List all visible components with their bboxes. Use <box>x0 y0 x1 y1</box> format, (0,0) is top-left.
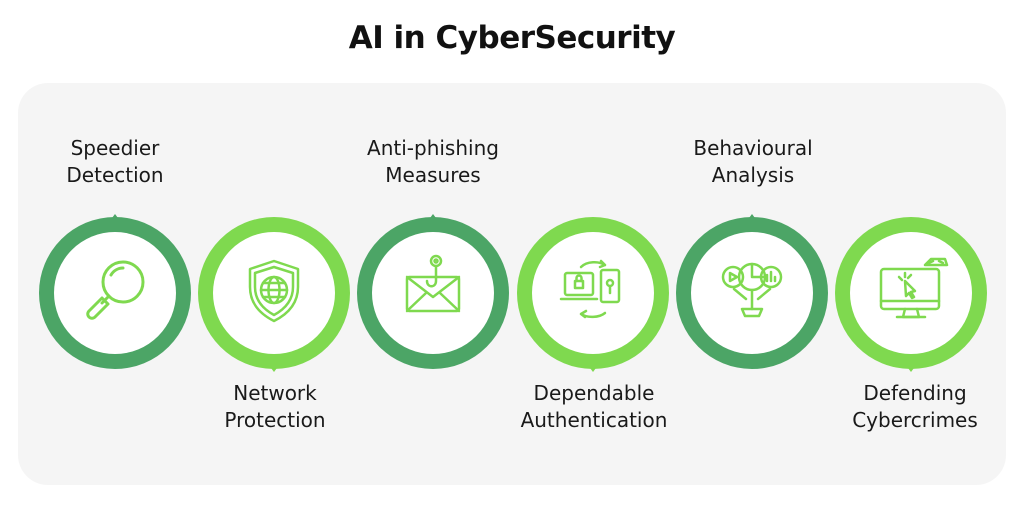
monitor-hacker-icon <box>879 257 949 319</box>
step-label-line: Analysis <box>711 163 795 187</box>
ring-inner <box>54 232 176 354</box>
step-label-behavioural-analysis: Behavioural Analysis <box>653 135 853 189</box>
step-label-line: Measures <box>385 163 481 187</box>
step-label-line: Speedier <box>70 136 160 160</box>
ring-inner <box>213 232 335 354</box>
step-label-line: Detection <box>66 163 164 187</box>
step-label-dependable-authentication: Dependable Authentication <box>494 380 694 434</box>
step-label-line: Cybercrimes <box>852 408 978 432</box>
step-ring-dependable-authentication <box>517 217 669 372</box>
step-label-network-protection: Network Protection <box>175 380 375 434</box>
step-label-line: Anti-phishing <box>367 136 499 160</box>
shield-globe-icon <box>248 259 300 323</box>
step-label-line: Behavioural <box>693 136 813 160</box>
step-label-speedier-detection: Speedier Detection <box>15 135 215 189</box>
ring-inner <box>372 232 494 354</box>
phishing-envelope-icon <box>405 254 461 313</box>
step-ring-speedier-detection <box>39 214 191 369</box>
device-sync-icon <box>559 259 621 319</box>
step-label-line: Network <box>233 381 317 405</box>
page-title: AI in CyberSecurity <box>348 20 676 56</box>
step-ring-behavioural-analysis <box>676 214 828 369</box>
step-ring-defending-cybercrimes <box>835 217 987 372</box>
magnifier-icon <box>86 260 145 320</box>
step-label-line: Dependable <box>533 381 655 405</box>
analysis-chart-icon <box>721 262 783 318</box>
step-ring-anti-phishing <box>357 214 509 369</box>
step-ring-network-protection <box>198 217 350 372</box>
step-label-anti-phishing: Anti-phishing Measures <box>333 135 533 189</box>
step-label-line: Protection <box>224 408 326 432</box>
step-label-line: Defending <box>863 381 967 405</box>
step-label-defending-cybercrimes: Defending Cybercrimes <box>815 380 1015 434</box>
step-label-line: Authentication <box>520 408 668 432</box>
